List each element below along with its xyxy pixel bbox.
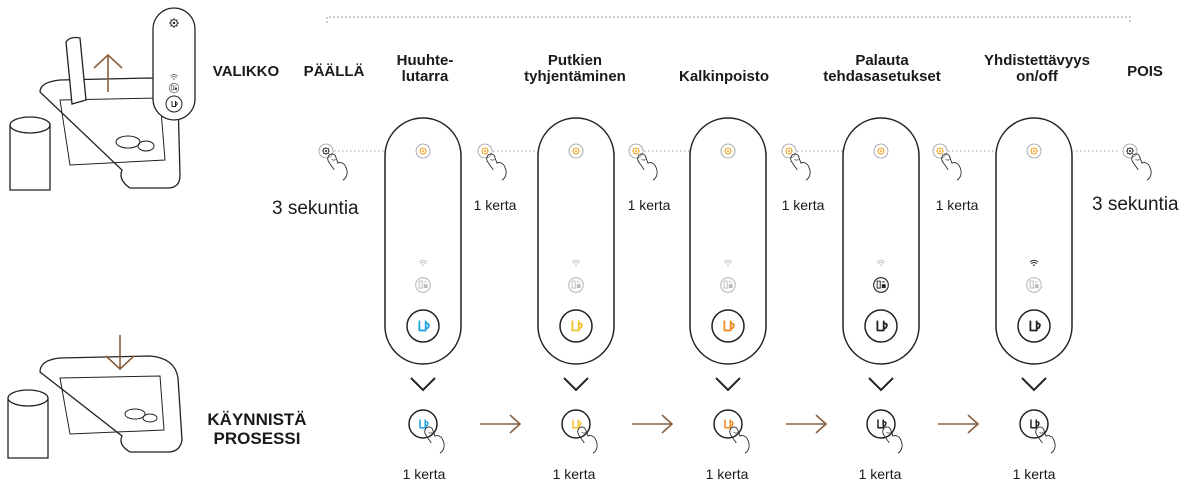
start-once-2: 1 kerta bbox=[552, 466, 596, 482]
arrow-right-head-1 bbox=[509, 414, 522, 434]
press-gear-icon-2 bbox=[480, 146, 490, 156]
press-gear-icon-5 bbox=[935, 146, 945, 156]
machine-bottom-tank-top bbox=[7, 389, 49, 407]
hand-press-icon-top-5 bbox=[941, 153, 962, 181]
start-button-1 bbox=[408, 409, 438, 439]
press-once-2: 1 kerta bbox=[627, 197, 671, 213]
step-cup-ring-4 bbox=[864, 309, 898, 343]
arrow-right-head-3 bbox=[815, 414, 828, 434]
top-bracket bbox=[326, 16, 1131, 23]
start-once-3: 1 kerta bbox=[705, 466, 749, 482]
machine-top-tank-top bbox=[9, 116, 51, 134]
label-menu: VALIKKO bbox=[212, 63, 280, 80]
press-once-3: 1 kerta bbox=[781, 197, 825, 213]
machine-top-button-2 bbox=[137, 140, 155, 152]
label-off: POIS bbox=[1127, 63, 1163, 80]
hold-duration-left: 3 sekuntia bbox=[272, 198, 359, 219]
chevron-down-icon-5 bbox=[1021, 377, 1047, 392]
start-button-3 bbox=[713, 409, 743, 439]
machine-top-lid bbox=[59, 97, 166, 166]
step-panel-4 bbox=[842, 117, 920, 365]
machine-top-button bbox=[115, 135, 141, 149]
start-once-5: 1 kerta bbox=[1012, 466, 1056, 482]
start-once-4: 1 kerta bbox=[858, 466, 902, 482]
step-label-5-line2: on/off bbox=[1016, 68, 1058, 85]
press-gear-icon-4 bbox=[784, 146, 794, 156]
chevron-down-icon-4 bbox=[868, 377, 894, 392]
arrow-right-head-2 bbox=[661, 414, 674, 434]
press-once-4: 1 kerta bbox=[935, 197, 979, 213]
step-panel-3 bbox=[689, 117, 767, 365]
label-on: PÄÄLLÄ bbox=[303, 63, 365, 80]
step-label-3: Kalkinpoisto bbox=[664, 69, 784, 85]
step-gear-icon-5 bbox=[1029, 146, 1039, 156]
machine-bottom-button bbox=[124, 408, 146, 420]
step-cup-ring-2 bbox=[559, 309, 593, 343]
machine-top-body bbox=[39, 77, 181, 189]
machine-top-water-lid bbox=[65, 36, 87, 105]
panel-gear-icon bbox=[168, 17, 180, 29]
step-gear-icon-4 bbox=[876, 146, 886, 156]
step-panel-1 bbox=[384, 117, 462, 365]
press-once-1: 1 kerta bbox=[473, 197, 517, 213]
step-label-4-line2: tehdasasetukset bbox=[823, 68, 941, 85]
start-button-5 bbox=[1019, 409, 1049, 439]
hold-duration-right: 3 sekuntia bbox=[1092, 194, 1179, 215]
step-label-1-line2: lutarra bbox=[401, 68, 449, 85]
start-process-line2: PROSESSI bbox=[213, 429, 301, 448]
step-label-1: Huuhte- lutarra bbox=[370, 53, 480, 85]
step-label-3-line1: Kalkinpoisto bbox=[678, 68, 769, 85]
panel-cup-ring bbox=[165, 95, 183, 113]
step-panel-2 bbox=[537, 117, 615, 365]
press-gear-icon-1 bbox=[321, 146, 331, 156]
start-process-line1: KÄYNNISTÄ bbox=[207, 410, 307, 429]
start-button-4 bbox=[866, 409, 896, 439]
step-gear-icon-2 bbox=[571, 146, 581, 156]
arrow-down-head bbox=[105, 355, 135, 371]
step-label-4-line1: Palauta bbox=[855, 52, 909, 69]
arrow-up-head bbox=[93, 53, 123, 69]
step-label-1-line1: Huuhte- bbox=[396, 52, 454, 69]
step-label-2-line2: tyhjentäminen bbox=[524, 68, 626, 85]
step-label-2-line1: Putkien bbox=[547, 52, 603, 69]
start-process-label: KÄYNNISTÄ PROSESSI bbox=[192, 410, 322, 448]
arrow-right-head-4 bbox=[967, 414, 980, 434]
step-cup-ring-3 bbox=[711, 309, 745, 343]
hand-press-icon-top-1 bbox=[327, 153, 348, 181]
step-label-5-line1: Yhdistettävyys bbox=[984, 52, 1090, 69]
press-gear-icon-6 bbox=[1125, 146, 1135, 156]
step-gear-icon-1 bbox=[418, 146, 428, 156]
press-gear-icon-3 bbox=[631, 146, 641, 156]
step-label-5: Yhdistettävyys on/off bbox=[962, 53, 1112, 85]
hand-press-icon-top-6 bbox=[1131, 153, 1152, 181]
chevron-down-icon-3 bbox=[715, 377, 741, 392]
step-label-4: Palauta tehdasasetukset bbox=[802, 53, 962, 85]
step-cup-ring-5 bbox=[1017, 309, 1051, 343]
step-cup-ring-1 bbox=[406, 309, 440, 343]
chevron-down-icon-2 bbox=[563, 377, 589, 392]
machine-bottom-button-2 bbox=[142, 413, 158, 423]
hand-press-icon-top-3 bbox=[637, 153, 658, 181]
step-panel-5 bbox=[995, 117, 1073, 365]
machine-bottom-body bbox=[39, 355, 183, 453]
hand-press-icon-top-4 bbox=[790, 153, 811, 181]
start-once-1: 1 kerta bbox=[402, 466, 446, 482]
start-button-2 bbox=[561, 409, 591, 439]
step-gear-icon-3 bbox=[723, 146, 733, 156]
chevron-down-icon-1 bbox=[410, 377, 436, 392]
hand-press-icon-top-2 bbox=[486, 153, 507, 181]
step-label-2: Putkien tyhjentäminen bbox=[505, 53, 645, 85]
control-panel bbox=[152, 7, 196, 121]
machine-bottom-lid bbox=[59, 375, 165, 435]
